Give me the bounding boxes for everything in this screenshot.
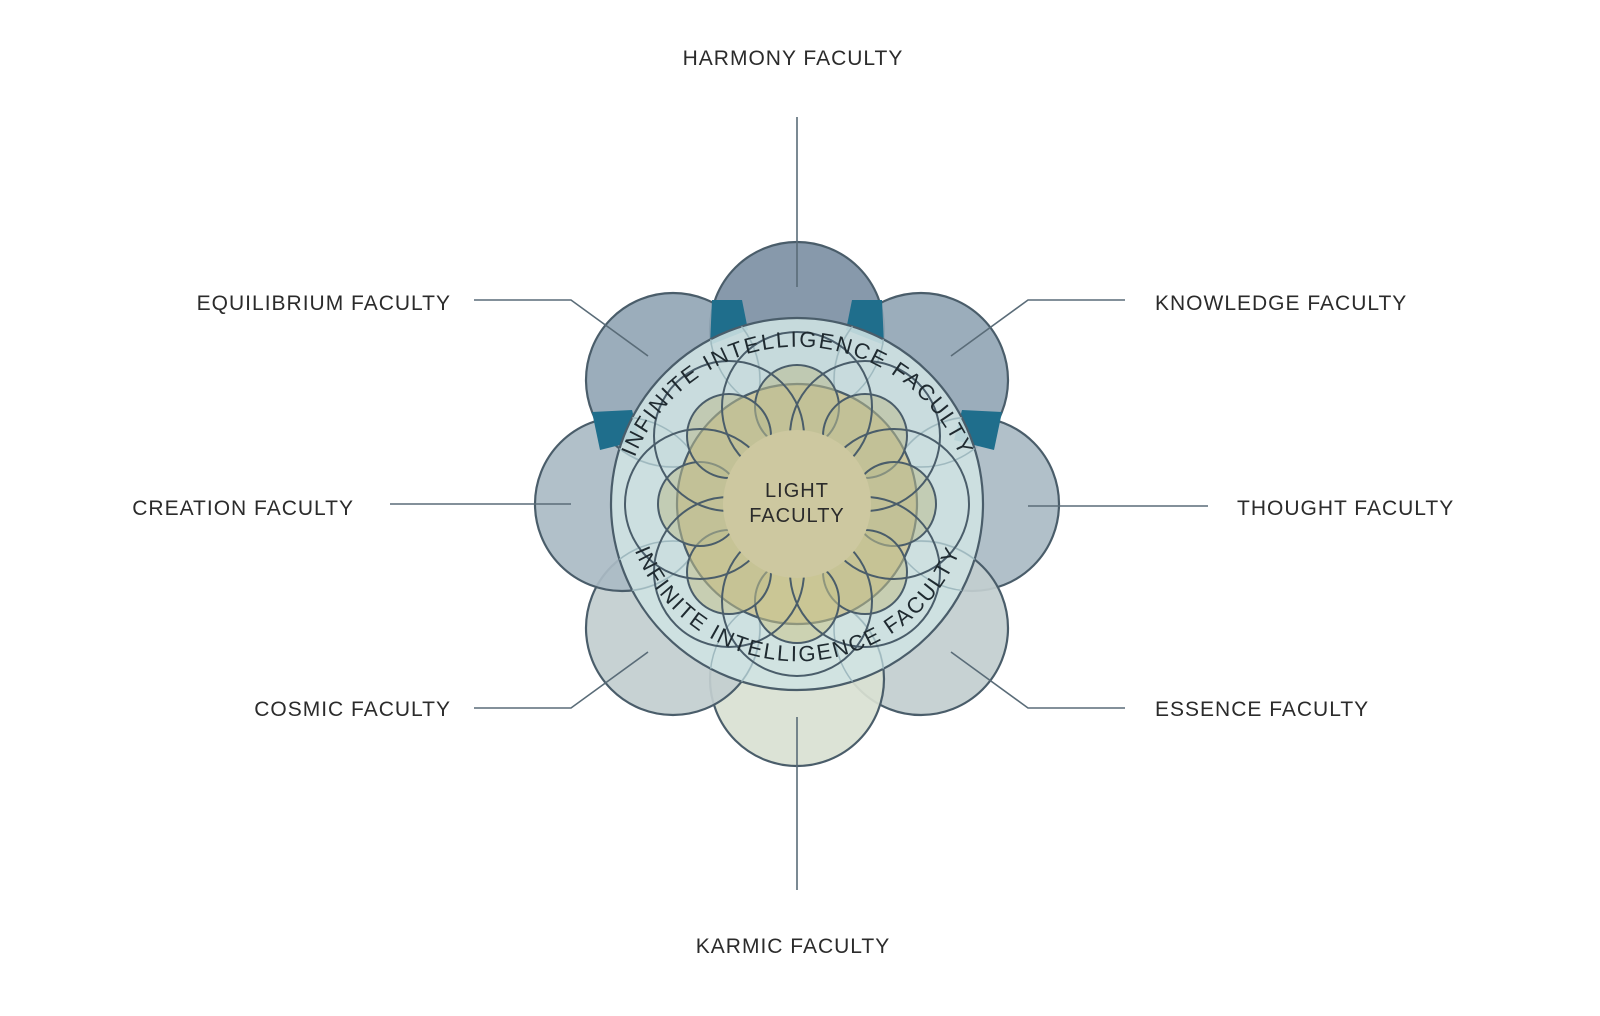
connector-cosmic: [474, 651, 649, 709]
label-creation: CREATION FACULTY: [132, 497, 354, 520]
connector-knowledge: [950, 299, 1125, 357]
label-karmic: KARMIC FACULTY: [696, 935, 890, 958]
connector-equilibrium: [474, 299, 649, 357]
label-knowledge: KNOWLEDGE FACULTY: [1155, 292, 1407, 315]
label-essence: ESSENCE FACULTY: [1155, 698, 1369, 721]
label-harmony: HARMONY FACULTY: [683, 47, 904, 70]
center-label-line2: FACULTY: [749, 505, 845, 527]
label-cosmic: COSMIC FACULTY: [254, 698, 451, 721]
connector-lines: [390, 117, 1208, 890]
connector-essence: [950, 651, 1125, 709]
label-thought: THOUGHT FACULTY: [1237, 497, 1454, 520]
center-label-line1: LIGHT: [765, 480, 829, 502]
label-equilibrium: EQUILIBRIUM FACULTY: [197, 292, 451, 315]
light-faculty-core: [723, 430, 871, 578]
